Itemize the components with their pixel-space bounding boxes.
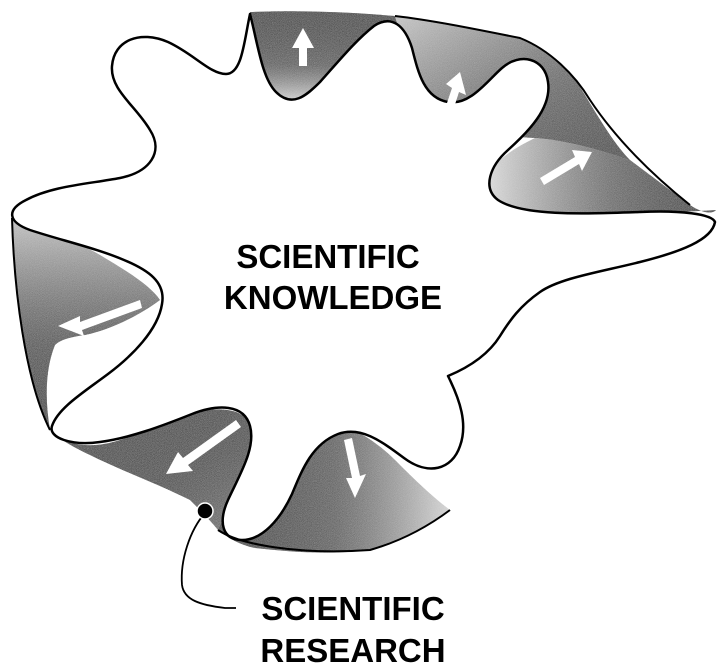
outer-label-line1: SCIENTIFIC xyxy=(261,590,444,627)
research-point-marker-icon xyxy=(197,503,213,519)
center-label-line2: KNOWLEDGE xyxy=(224,279,442,316)
center-label-line1: SCIENTIFIC xyxy=(236,238,419,275)
outer-label-line2: RESEARCH xyxy=(260,632,445,669)
